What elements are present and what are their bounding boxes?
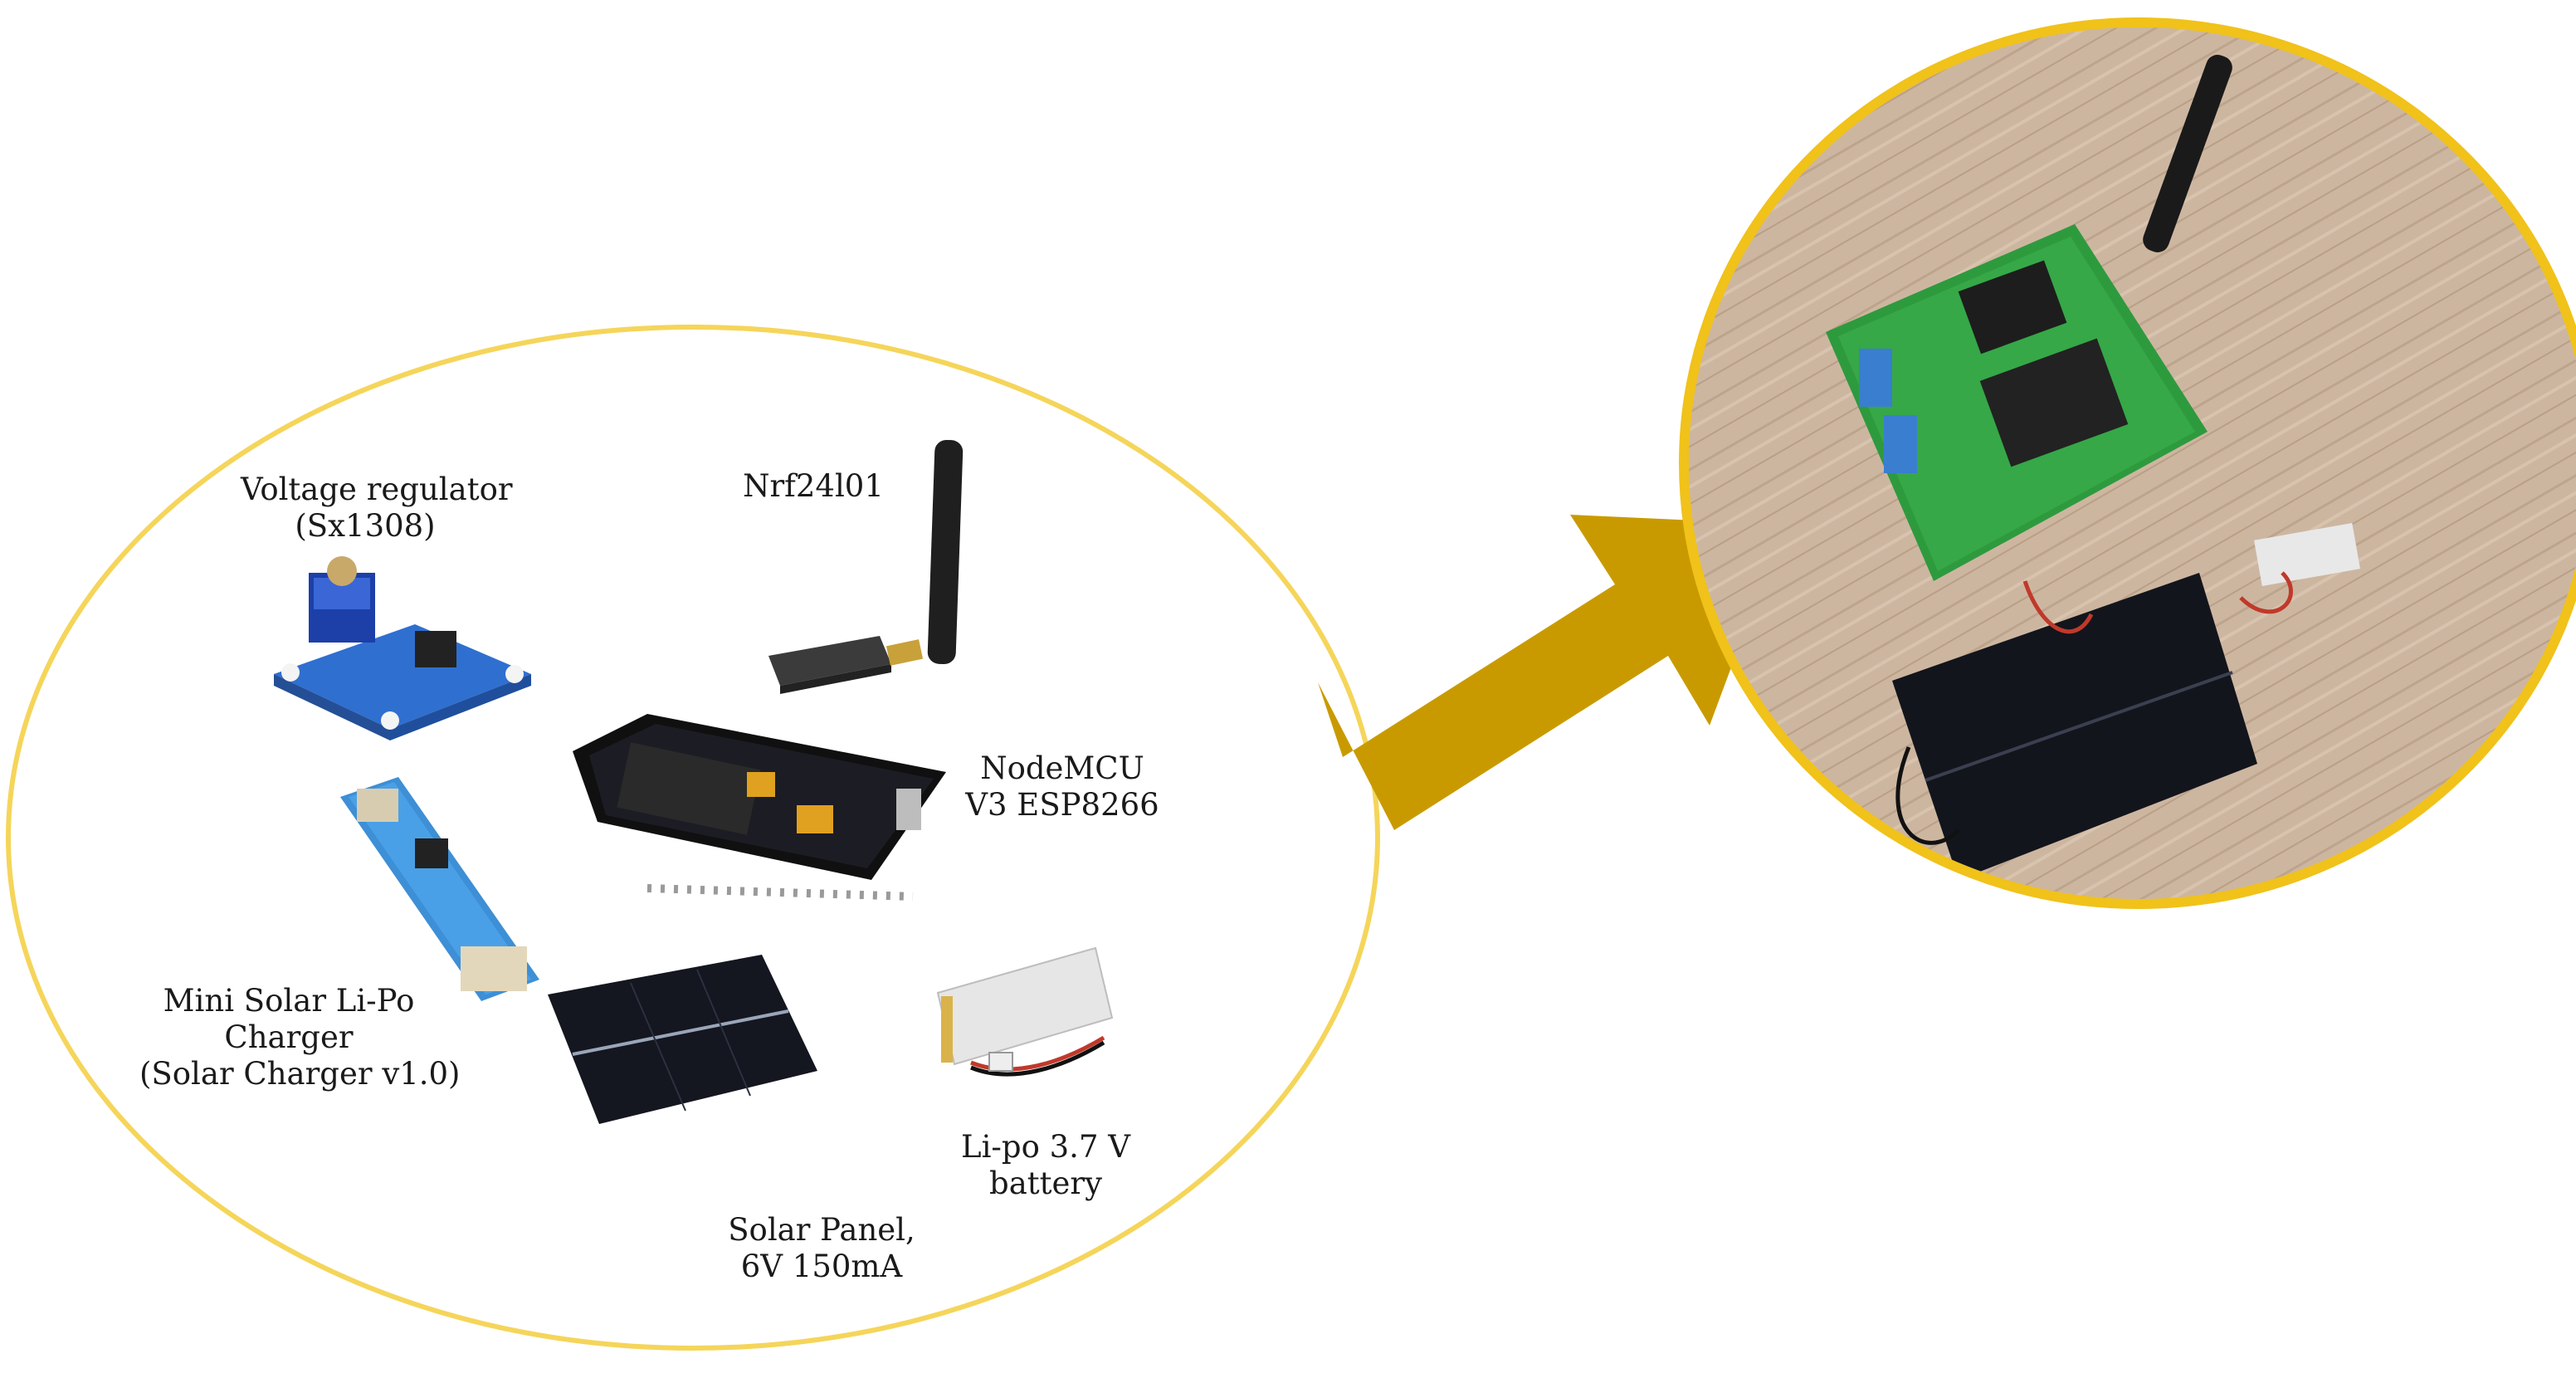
nodemcu-image bbox=[573, 714, 946, 901]
label-voltage-regulator: Voltage regulator (Sx1308) bbox=[241, 472, 513, 544]
flow-arrow bbox=[1318, 515, 1784, 830]
label-lipo-battery: Li-po 3.7 V battery bbox=[961, 1129, 1130, 1201]
label-solar-charger: Mini Solar Li-Po Charger (Solar Charger … bbox=[139, 983, 461, 1092]
assembled-device-photo bbox=[1689, 27, 2576, 899]
solar-panel-image bbox=[548, 955, 817, 1124]
label-nodemcu: NodeMCU V3 ESP8266 bbox=[965, 750, 1159, 823]
nrf24l01-image bbox=[768, 439, 964, 694]
solar-charger-image bbox=[340, 777, 539, 1001]
label-nrf24l01: Nrf24l01 bbox=[743, 468, 884, 504]
label-solar-panel: Solar Panel, 6V 150mA bbox=[728, 1212, 915, 1284]
lipo-battery-image bbox=[936, 946, 1114, 1077]
voltage-regulator-image bbox=[274, 556, 531, 740]
